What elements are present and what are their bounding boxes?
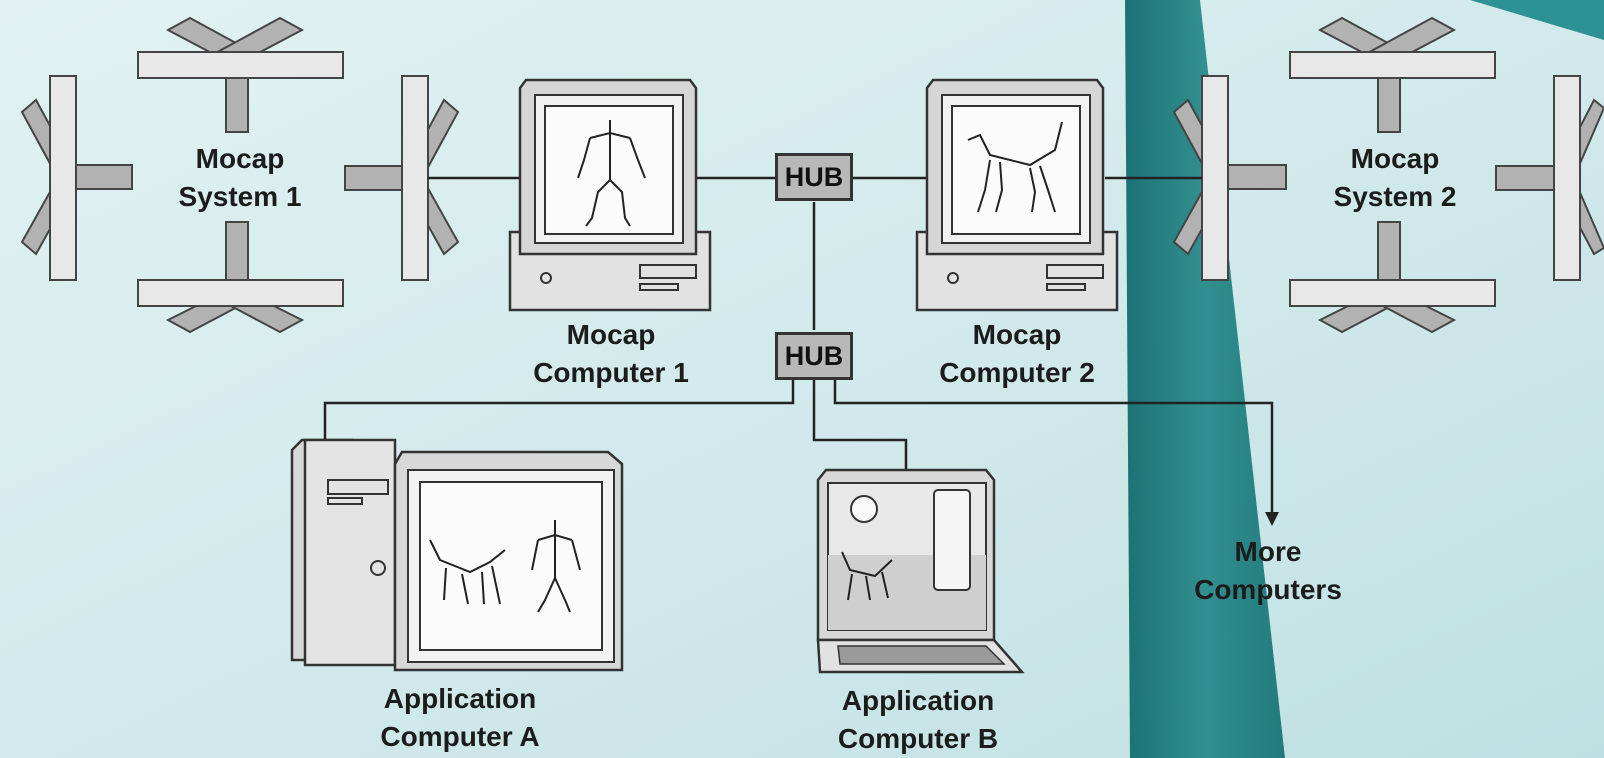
mocap-computer-1-icon xyxy=(508,78,712,312)
application-computer-a-icon xyxy=(290,438,624,672)
more-computers-arrow xyxy=(1265,512,1279,526)
mocap-system-2-cameras xyxy=(1172,16,1604,334)
mocap-computer-2-icon xyxy=(915,78,1119,312)
hub-top: HUB xyxy=(775,153,853,201)
network-links xyxy=(323,176,1274,515)
teal-band xyxy=(1125,0,1285,758)
hub-bottom: HUB xyxy=(775,332,853,380)
teal-corner xyxy=(1470,0,1604,40)
application-computer-b-icon xyxy=(816,468,1025,674)
mocap-system-1-cameras xyxy=(20,16,460,334)
